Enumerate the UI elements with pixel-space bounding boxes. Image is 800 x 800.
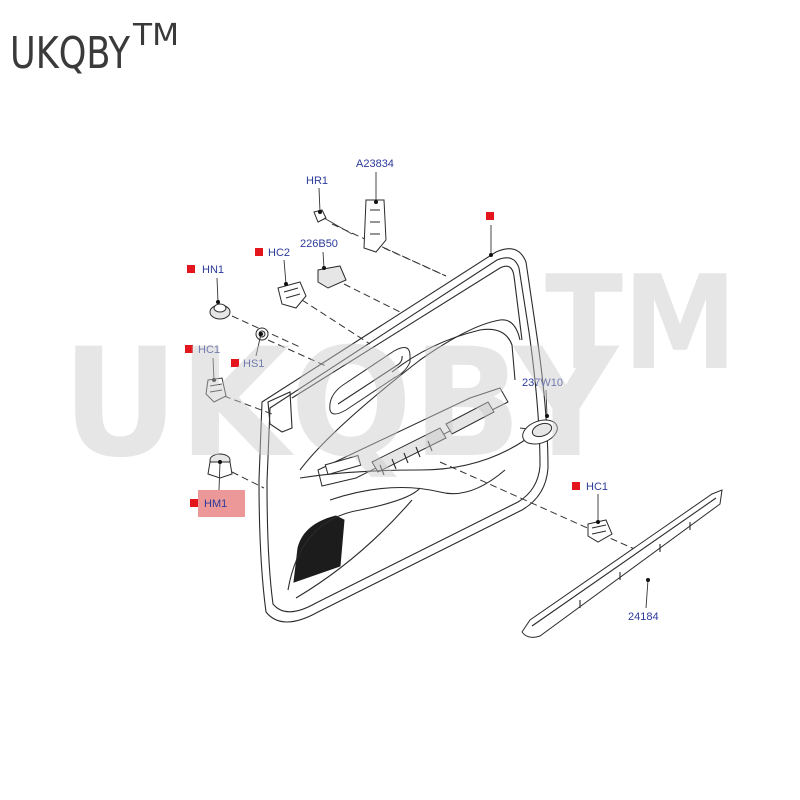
watermark: UKQBY TM xyxy=(62,247,737,491)
part-226b50 xyxy=(317,265,347,289)
red-markers xyxy=(185,212,580,507)
label-237w10: 237W10 xyxy=(522,377,563,389)
marker-hn1 xyxy=(187,265,195,273)
connection-lines xyxy=(223,223,651,557)
label-hn1: HN1 xyxy=(202,264,224,276)
watermark-trademark: TM xyxy=(545,247,737,399)
hm1-highlight xyxy=(198,490,245,517)
logo-trademark: TM xyxy=(132,18,179,53)
label-hm1: HM1 xyxy=(204,498,227,510)
marker-hm1 xyxy=(190,499,198,507)
part-a23834 xyxy=(363,199,387,253)
label-24184: 24184 xyxy=(628,611,659,623)
door-trim-panel xyxy=(258,248,549,623)
label-226b50: 226B50 xyxy=(300,238,338,250)
marker-hc1-right xyxy=(572,482,580,490)
part-hc2 xyxy=(277,281,307,309)
marker-hc1-left xyxy=(185,345,193,353)
marker-hs1 xyxy=(231,359,239,367)
label-hc1-right: HC1 xyxy=(586,481,608,493)
part-hc1-right xyxy=(587,519,613,543)
label-hr1: HR1 xyxy=(306,175,328,187)
watermark-name: UKQBY xyxy=(62,317,620,491)
part-237w10 xyxy=(522,419,558,445)
label-hs1: HS1 xyxy=(243,358,264,370)
label-hc2: HC2 xyxy=(268,247,290,259)
part-24184-trim-strip xyxy=(521,489,723,638)
label-a23834: A23834 xyxy=(356,158,394,170)
part-hc1-left xyxy=(205,377,227,403)
label-hc1-left: HC1 xyxy=(198,344,220,356)
marker-panel xyxy=(486,212,494,220)
map-pocket xyxy=(293,515,345,583)
part-hn1 xyxy=(209,303,231,320)
brand-logo: UKQBY TM xyxy=(10,18,179,79)
logo-name: UKQBY xyxy=(10,28,130,79)
window-switch-panel xyxy=(317,387,509,487)
part-labels: HR1 A23834 HN1 HC2 226B50 HC1 HS1 237W10… xyxy=(198,158,659,623)
marker-hc2 xyxy=(255,248,263,256)
leader-lines xyxy=(212,172,650,609)
